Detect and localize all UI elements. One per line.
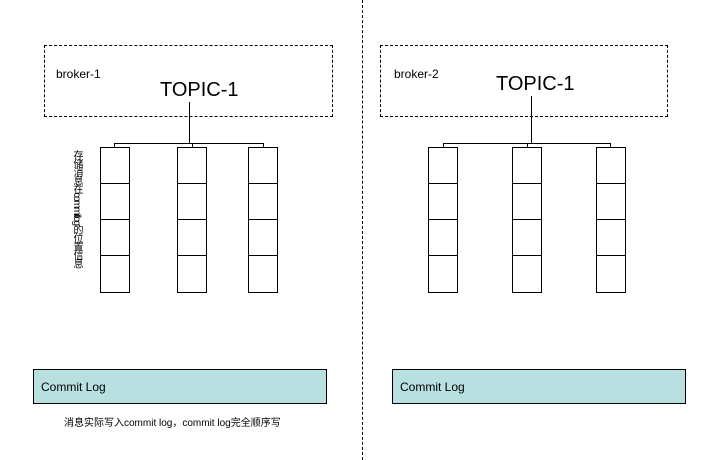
broker-1-topic-title: TOPIC-1: [160, 79, 239, 101]
broker-2-queue-2: [512, 147, 542, 293]
broker-1-queue-2: [177, 147, 207, 293]
broker-2-label: broker-2: [394, 67, 439, 81]
broker-2-queue-3: [596, 147, 626, 293]
queue-offset-note: 存储消息在commitlog的位置信息: [71, 150, 82, 268]
broker-2-commit-log: Commit Log: [392, 369, 686, 404]
broker-2-queue-1-connector: [443, 143, 444, 148]
broker-2-queue-3-connector: [610, 143, 611, 148]
broker-2-queue-2-connector: [527, 143, 528, 148]
broker-1-queue-2-connector: [192, 143, 193, 148]
broker-1-queue-bus: [114, 143, 264, 144]
broker-divider: [362, 0, 363, 460]
broker-1-commit-log: Commit Log: [33, 369, 327, 404]
broker-1-queue-1-connector: [114, 143, 115, 148]
broker-1-queue-3-connector: [263, 143, 264, 148]
broker-1-label: broker-1: [56, 67, 101, 81]
commit-log-caption: 消息实际写入commit log，commit log完全顺序写: [64, 418, 281, 429]
broker-2-topic-connector: [531, 96, 532, 144]
broker-2-topic-title: TOPIC-1: [496, 73, 575, 95]
broker-1-topic-connector: [189, 102, 190, 144]
broker-1-queue-1: [100, 147, 130, 293]
broker-1-queue-3: [248, 147, 278, 293]
broker-2-queue-1: [428, 147, 458, 293]
broker-2-box: [380, 45, 668, 117]
broker-1-box: [44, 45, 333, 117]
